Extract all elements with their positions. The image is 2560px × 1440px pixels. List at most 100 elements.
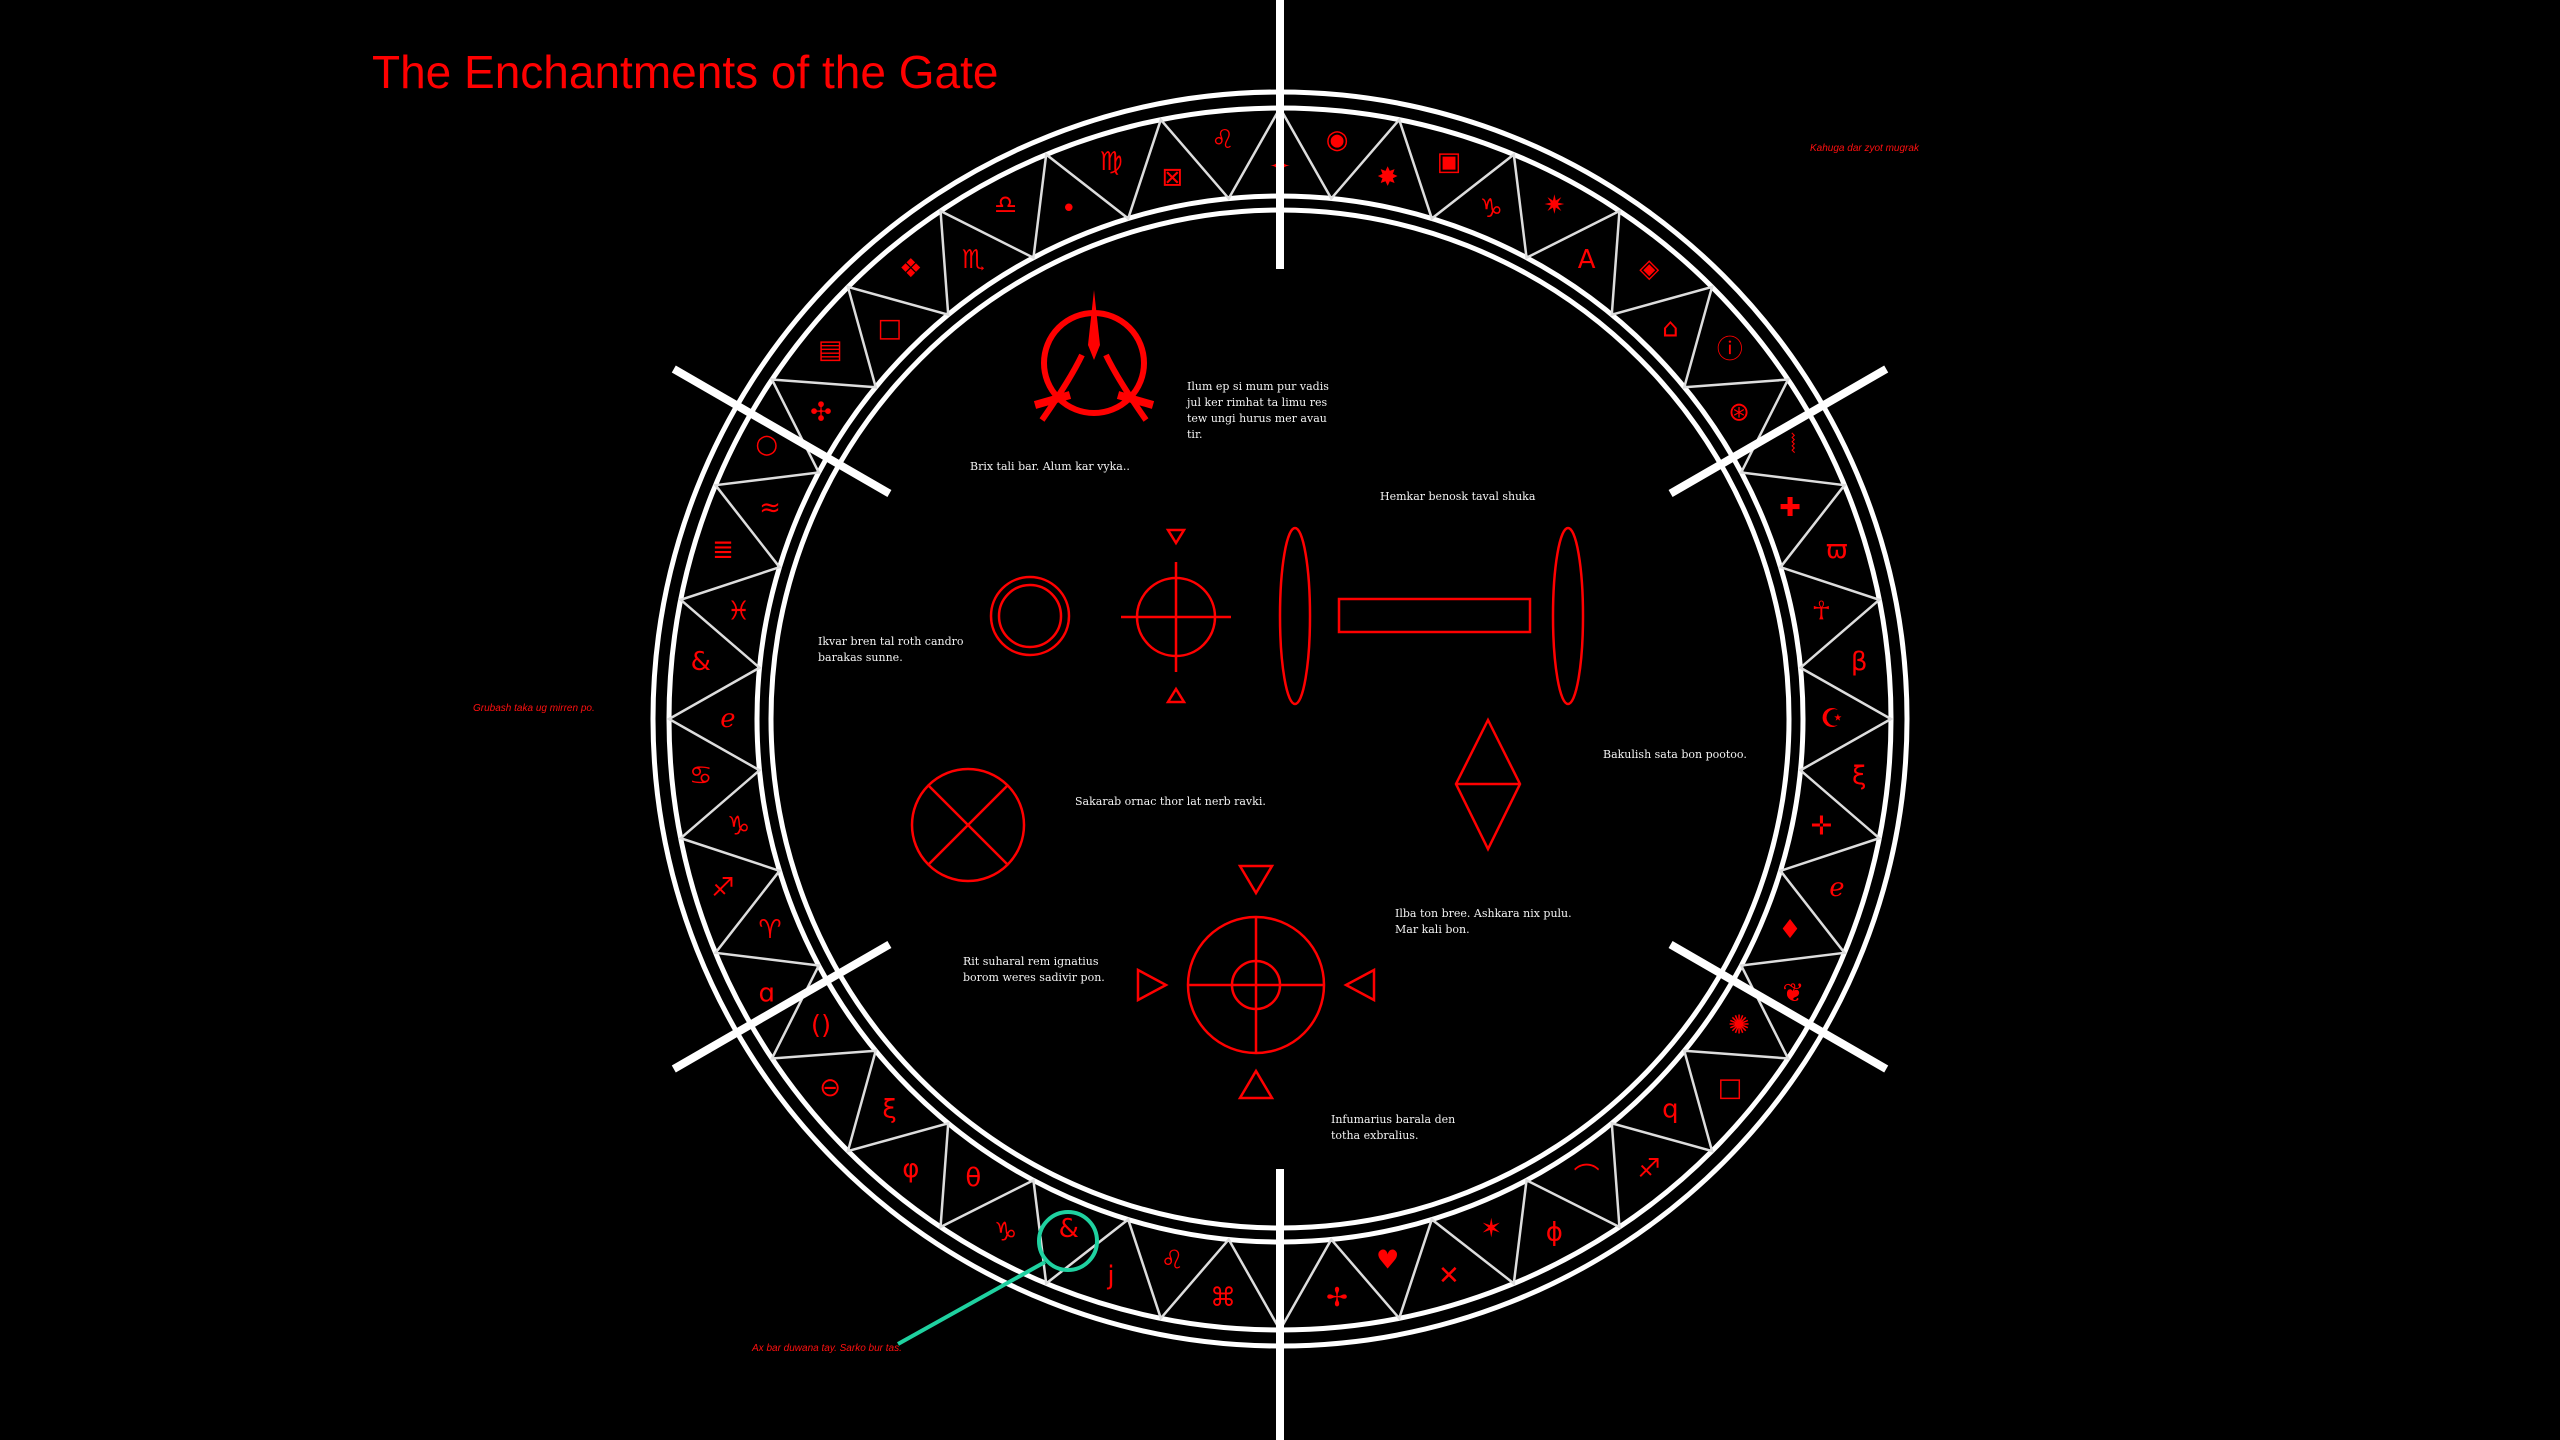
note-ilum: tir. — [1187, 428, 1203, 441]
note-sakarab: Sakarab ornac thor lat nerb ravki. — [1075, 795, 1266, 808]
ring-glyph: ❦ — [1782, 978, 1804, 1008]
ring-zigzag — [666, 107, 1894, 1333]
ring-glyph: □ — [877, 314, 902, 344]
ring-glyph: ✛ — [1810, 812, 1832, 842]
spoke-bar — [671, 941, 892, 1073]
ring-glyph: ♈ — [758, 915, 781, 945]
note-hemkar: Hemkar benosk taval shuka — [1380, 490, 1536, 503]
ring-glyph: j — [1106, 1261, 1114, 1291]
ring-glyph: ξ — [1852, 761, 1867, 791]
ring-glyph: ξ — [882, 1094, 897, 1124]
note-left: Grubash taka ug mirren po. — [473, 703, 595, 714]
note-infumarius: totha exbralius. — [1331, 1129, 1418, 1142]
ring-glyph: ♑ — [994, 1217, 1017, 1247]
note-ilba: Ilba ton bree. Ashkara nix pulu. — [1395, 907, 1572, 920]
note-top-right: Kahuga dar zyot mugrak — [1810, 143, 1920, 154]
note-ilum: tew ungi hurus mer avau — [1187, 412, 1327, 425]
ring-glyph: ⊠ — [1161, 163, 1183, 193]
note-ilba: Mar kali bon. — [1395, 923, 1470, 936]
ring-glyph: ♥ — [1376, 1245, 1399, 1275]
page-title: The Enchantments of the Gate — [372, 46, 998, 98]
ring-glyph: ⌂ — [1662, 314, 1679, 344]
note-rit: borom weres sadivir pon. — [963, 971, 1105, 984]
ring-glyph: ϖ — [1826, 535, 1848, 565]
ring-glyph: ℯ — [1829, 873, 1844, 903]
diamond-icon — [1454, 717, 1522, 852]
ring-glyph: ☪ — [1820, 704, 1843, 734]
ring-glyph: ⌘ — [1210, 1283, 1236, 1313]
ring-glyph: ɑ — [758, 978, 775, 1008]
ring-glyph: ✸ — [1377, 163, 1399, 193]
ring-glyph: β — [1851, 647, 1868, 677]
note-ikvar: Ikvar bren tal roth candro — [818, 635, 964, 648]
note-ilum: jul ker rimhat ta limu res — [1185, 396, 1327, 409]
ring-glyph: ♦ — [1778, 915, 1801, 945]
ring-glyph: ○ — [755, 430, 778, 460]
ring-glyph: ♋ — [689, 761, 712, 791]
ring-glyph: ◉ — [1326, 125, 1349, 155]
ring-glyph: q — [1662, 1094, 1679, 1124]
ring-glyph: ☥ — [1812, 596, 1831, 626]
note-bakulish: Bakulish sata bon pootoo. — [1603, 748, 1747, 761]
ring-glyphs: ✦◉✸▣♑✷A◈⌂ⓘ⊛⦚✚ϖ☥β☪ξ✛ℯ♦❦✺□q♐⌒ϕ✶✕♥✢•⌘♌j&♑θφ… — [689, 125, 1867, 1313]
ring-glyph: ✺ — [1728, 1011, 1750, 1041]
ring-glyph: ⊛ — [1728, 397, 1750, 427]
ring-glyph: ♓ — [727, 596, 750, 626]
ring-glyph: ♌ — [1161, 1245, 1184, 1275]
ring-glyph: θ — [965, 1163, 981, 1193]
ring-glyph: ◈ — [1639, 254, 1659, 284]
ring-glyph: A — [1578, 245, 1596, 275]
ring-glyph: ⦚ — [1791, 430, 1796, 460]
note-ikvar: barakas sunne. — [818, 651, 903, 664]
note-bottom-left: Ax bar duwana tay. Sarko bur tas. — [751, 1343, 902, 1354]
ring-glyph: ϕ — [1546, 1217, 1563, 1247]
ring-glyph: ✣ — [810, 397, 832, 427]
ring-glyph: & — [691, 647, 711, 677]
note-ilum: Ilum ep si mum pur vadis — [1187, 380, 1329, 393]
ring-glyph: □ — [1718, 1073, 1743, 1103]
ring-glyph: ⊖ — [819, 1073, 841, 1103]
ring-glyph: ♌ — [1211, 125, 1234, 155]
ring-glyph: ♍ — [1099, 147, 1122, 177]
spoke-bar — [1668, 365, 1889, 497]
ring-glyph: ♑ — [727, 812, 750, 842]
ring-glyph: ♑ — [1480, 194, 1503, 224]
ring-glyph: ℯ — [720, 704, 735, 734]
ring-glyph: ⌒ — [1574, 1163, 1600, 1193]
ring-glyph: ♐ — [711, 873, 734, 903]
ring-glyph: ▤ — [818, 335, 843, 365]
highlight-marker[interactable] — [897, 1210, 1099, 1346]
ring-glyph: ♐ — [1638, 1154, 1661, 1184]
tined-circle-icon — [1033, 290, 1155, 422]
crossed-circle-icon — [910, 767, 1026, 883]
note-brix: Brix tali bar. Alum kar vyka.. — [970, 460, 1130, 473]
ring-glyph: ♎ — [994, 191, 1017, 221]
note-infumarius: Infumarius barala den — [1331, 1113, 1455, 1126]
ring-glyph: ≈ — [759, 493, 781, 523]
ring-glyph: ✕ — [1438, 1261, 1460, 1291]
ring-glyph: & — [1059, 1214, 1079, 1244]
spoke-bar — [671, 365, 892, 497]
spoke-bar — [1668, 941, 1889, 1073]
target-icon — [1136, 864, 1376, 1100]
ring-glyph: ♏ — [962, 245, 985, 275]
ring-glyph: () — [811, 1011, 831, 1041]
double-circle-icon — [989, 575, 1071, 657]
chevron-spokes — [671, 0, 1889, 1440]
ellipse-right — [1551, 526, 1585, 706]
ring-glyph: ❖ — [899, 254, 922, 284]
ring-glyph: ✢ — [1326, 1283, 1348, 1313]
bar-rectangle — [1337, 597, 1532, 634]
ring-glyph: ✚ — [1779, 493, 1801, 523]
ring-glyph: • — [1061, 194, 1076, 224]
gate-ring: ✦◉✸▣♑✷A◈⌂ⓘ⊛⦚✚ϖ☥β☪ξ✛ℯ♦❦✺□q♐⌒ϕ✶✕♥✢•⌘♌j&♑θφ… — [650, 0, 1910, 1440]
ring-glyph: ✷ — [1543, 191, 1565, 221]
note-rit: Rit suharal rem ignatius — [963, 955, 1099, 968]
notes: Ilum ep si mum pur vadis jul ker rimhat t… — [818, 380, 1747, 1142]
crosshair-icon — [1121, 528, 1231, 704]
ellipse-left — [1278, 526, 1312, 706]
ring-glyph: ▣ — [1437, 147, 1462, 177]
ring-glyph: φ — [902, 1154, 919, 1184]
ring-glyph: ✶ — [1480, 1214, 1502, 1244]
